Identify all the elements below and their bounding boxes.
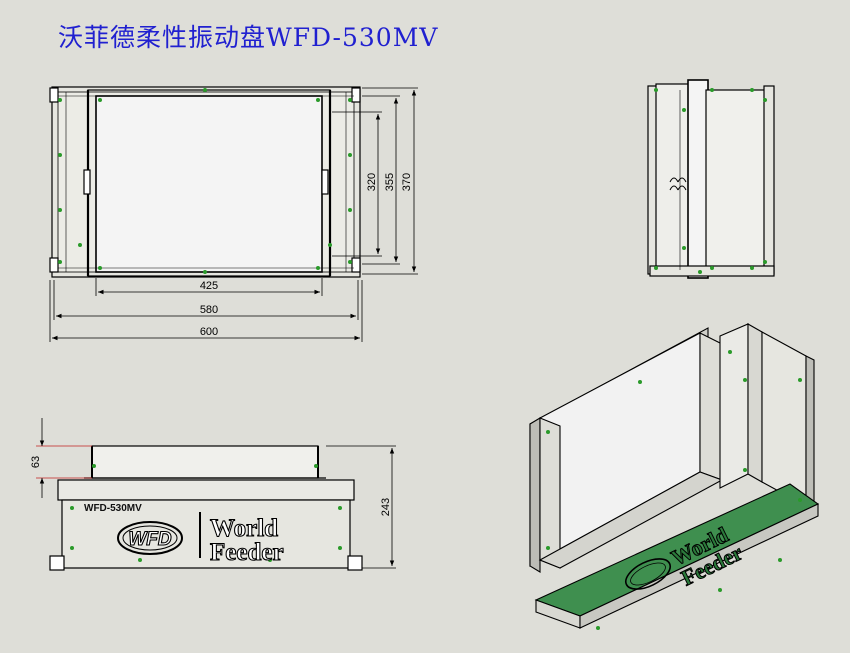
dim-height-355: 355	[384, 173, 396, 191]
isometric-markers	[546, 350, 802, 630]
dim-height-243: 243	[380, 498, 392, 516]
dim-height-320: 320	[366, 173, 378, 191]
nameplate-label: WFD-530MV	[84, 503, 142, 514]
top-view	[49, 86, 361, 278]
isometric-view	[529, 323, 820, 629]
top-view-width-dimensions	[49, 278, 363, 342]
wfd-logo: WFD	[117, 521, 183, 555]
side-view-markers	[654, 88, 767, 274]
drawing-title: 沃菲德柔性振动盘WFD-530MV	[58, 23, 439, 52]
brand-line-2: Feeder	[210, 539, 284, 566]
front-view-dimensions	[36, 418, 396, 569]
dim-height-370: 370	[401, 173, 413, 191]
dim-width-580: 580	[200, 304, 218, 316]
isometric-wfd-logo	[624, 558, 672, 590]
top-view-markers	[58, 88, 352, 274]
logo-text: WFD	[128, 529, 172, 550]
dim-width-600: 600	[200, 326, 218, 338]
front-view	[49, 445, 363, 571]
side-view	[647, 79, 775, 279]
brand-line-1: World	[210, 515, 278, 542]
top-view-height-dimensions	[332, 87, 418, 275]
front-view-markers	[70, 464, 342, 562]
dim-width-425: 425	[200, 280, 218, 292]
dim-depth-63: 63	[30, 456, 42, 468]
